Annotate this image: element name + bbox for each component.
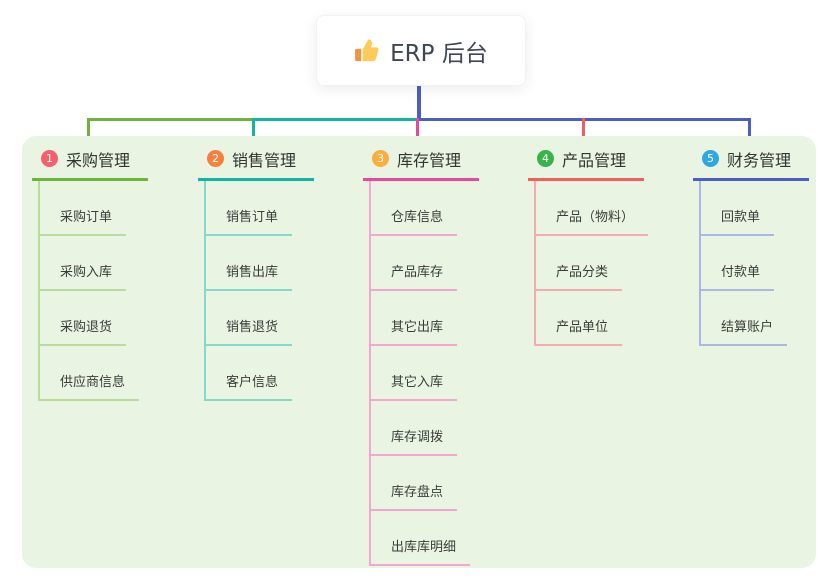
drop-line-sales (252, 118, 255, 148)
branch-header-product[interactable]: 4 产品管理 (528, 148, 644, 181)
child-node[interactable]: 销售订单 (206, 181, 293, 236)
branch-finance: 5 财务管理 回款单付款单结算账户 (693, 148, 809, 346)
branch-inventory: 3 库存管理 仓库信息产品库存其它出库其它入库库存调拨库存盘点出库库明细 (363, 148, 479, 566)
child-node[interactable]: 客户信息 (206, 346, 293, 401)
drop-line-product (582, 118, 585, 148)
branch-children-purchase: 采购订单采购入库采购退货供应商信息 (38, 181, 140, 401)
branch-header-inventory[interactable]: 3 库存管理 (363, 148, 479, 181)
bus-segment-sales (252, 118, 420, 121)
child-node[interactable]: 回款单 (701, 181, 775, 236)
branch-header-sales[interactable]: 2 销售管理 (198, 148, 314, 181)
bus-segment-purchase (87, 118, 253, 121)
branch-children-product: 产品（物料）产品分类产品单位 (534, 181, 649, 346)
child-node[interactable]: 供应商信息 (40, 346, 140, 401)
child-node[interactable]: 其它出库 (371, 291, 458, 346)
child-node[interactable]: 采购退货 (40, 291, 127, 346)
branch-number-badge: 4 (537, 150, 554, 167)
branch-label: 库存管理 (397, 150, 462, 170)
branch-children-sales: 销售订单销售出库销售退货客户信息 (204, 181, 293, 401)
branch-number-badge: 1 (41, 150, 58, 167)
branches-panel (22, 136, 816, 568)
branch-header-purchase[interactable]: 1 采购管理 (32, 148, 148, 181)
branch-product: 4 产品管理 产品（物料）产品分类产品单位 (528, 148, 649, 346)
child-node[interactable]: 销售出库 (206, 236, 293, 291)
drop-line-finance (748, 118, 751, 148)
child-node[interactable]: 出库库明细 (371, 511, 471, 566)
root-node[interactable]: ERP 后台 (316, 15, 526, 86)
branch-purchase: 1 采购管理 采购订单采购入库采购退货供应商信息 (32, 148, 148, 401)
child-node[interactable]: 采购入库 (40, 236, 127, 291)
child-node[interactable]: 产品（物料） (536, 181, 649, 236)
drop-line-purchase (87, 118, 90, 148)
branch-label: 产品管理 (562, 150, 627, 170)
branch-label: 销售管理 (232, 150, 297, 170)
branch-header-finance[interactable]: 5 财务管理 (693, 148, 809, 181)
branch-children-inventory: 仓库信息产品库存其它出库其它入库库存调拨库存盘点出库库明细 (369, 181, 471, 566)
branch-number-badge: 2 (207, 150, 224, 167)
child-node[interactable]: 库存调拨 (371, 401, 458, 456)
child-node[interactable]: 产品分类 (536, 236, 623, 291)
branch-sales: 2 销售管理 销售订单销售出库销售退货客户信息 (198, 148, 314, 401)
child-node[interactable]: 销售退货 (206, 291, 293, 346)
child-node[interactable]: 其它入库 (371, 346, 458, 401)
branch-number-badge: 3 (372, 150, 389, 167)
child-node[interactable]: 仓库信息 (371, 181, 458, 236)
drop-line-inventory (416, 118, 419, 148)
root-title: ERP 后台 (390, 40, 488, 67)
branch-label: 采购管理 (66, 150, 131, 170)
child-node[interactable]: 产品库存 (371, 236, 458, 291)
child-node[interactable]: 采购订单 (40, 181, 127, 236)
child-node[interactable]: 结算账户 (701, 291, 788, 346)
branch-label: 财务管理 (727, 150, 792, 170)
child-node[interactable]: 产品单位 (536, 291, 623, 346)
thumbs-up-icon (354, 38, 380, 64)
branch-number-badge: 5 (702, 150, 719, 167)
root-connector-line (417, 83, 421, 121)
child-node[interactable]: 库存盘点 (371, 456, 458, 511)
branch-children-finance: 回款单付款单结算账户 (699, 181, 788, 346)
child-node[interactable]: 付款单 (701, 236, 775, 291)
